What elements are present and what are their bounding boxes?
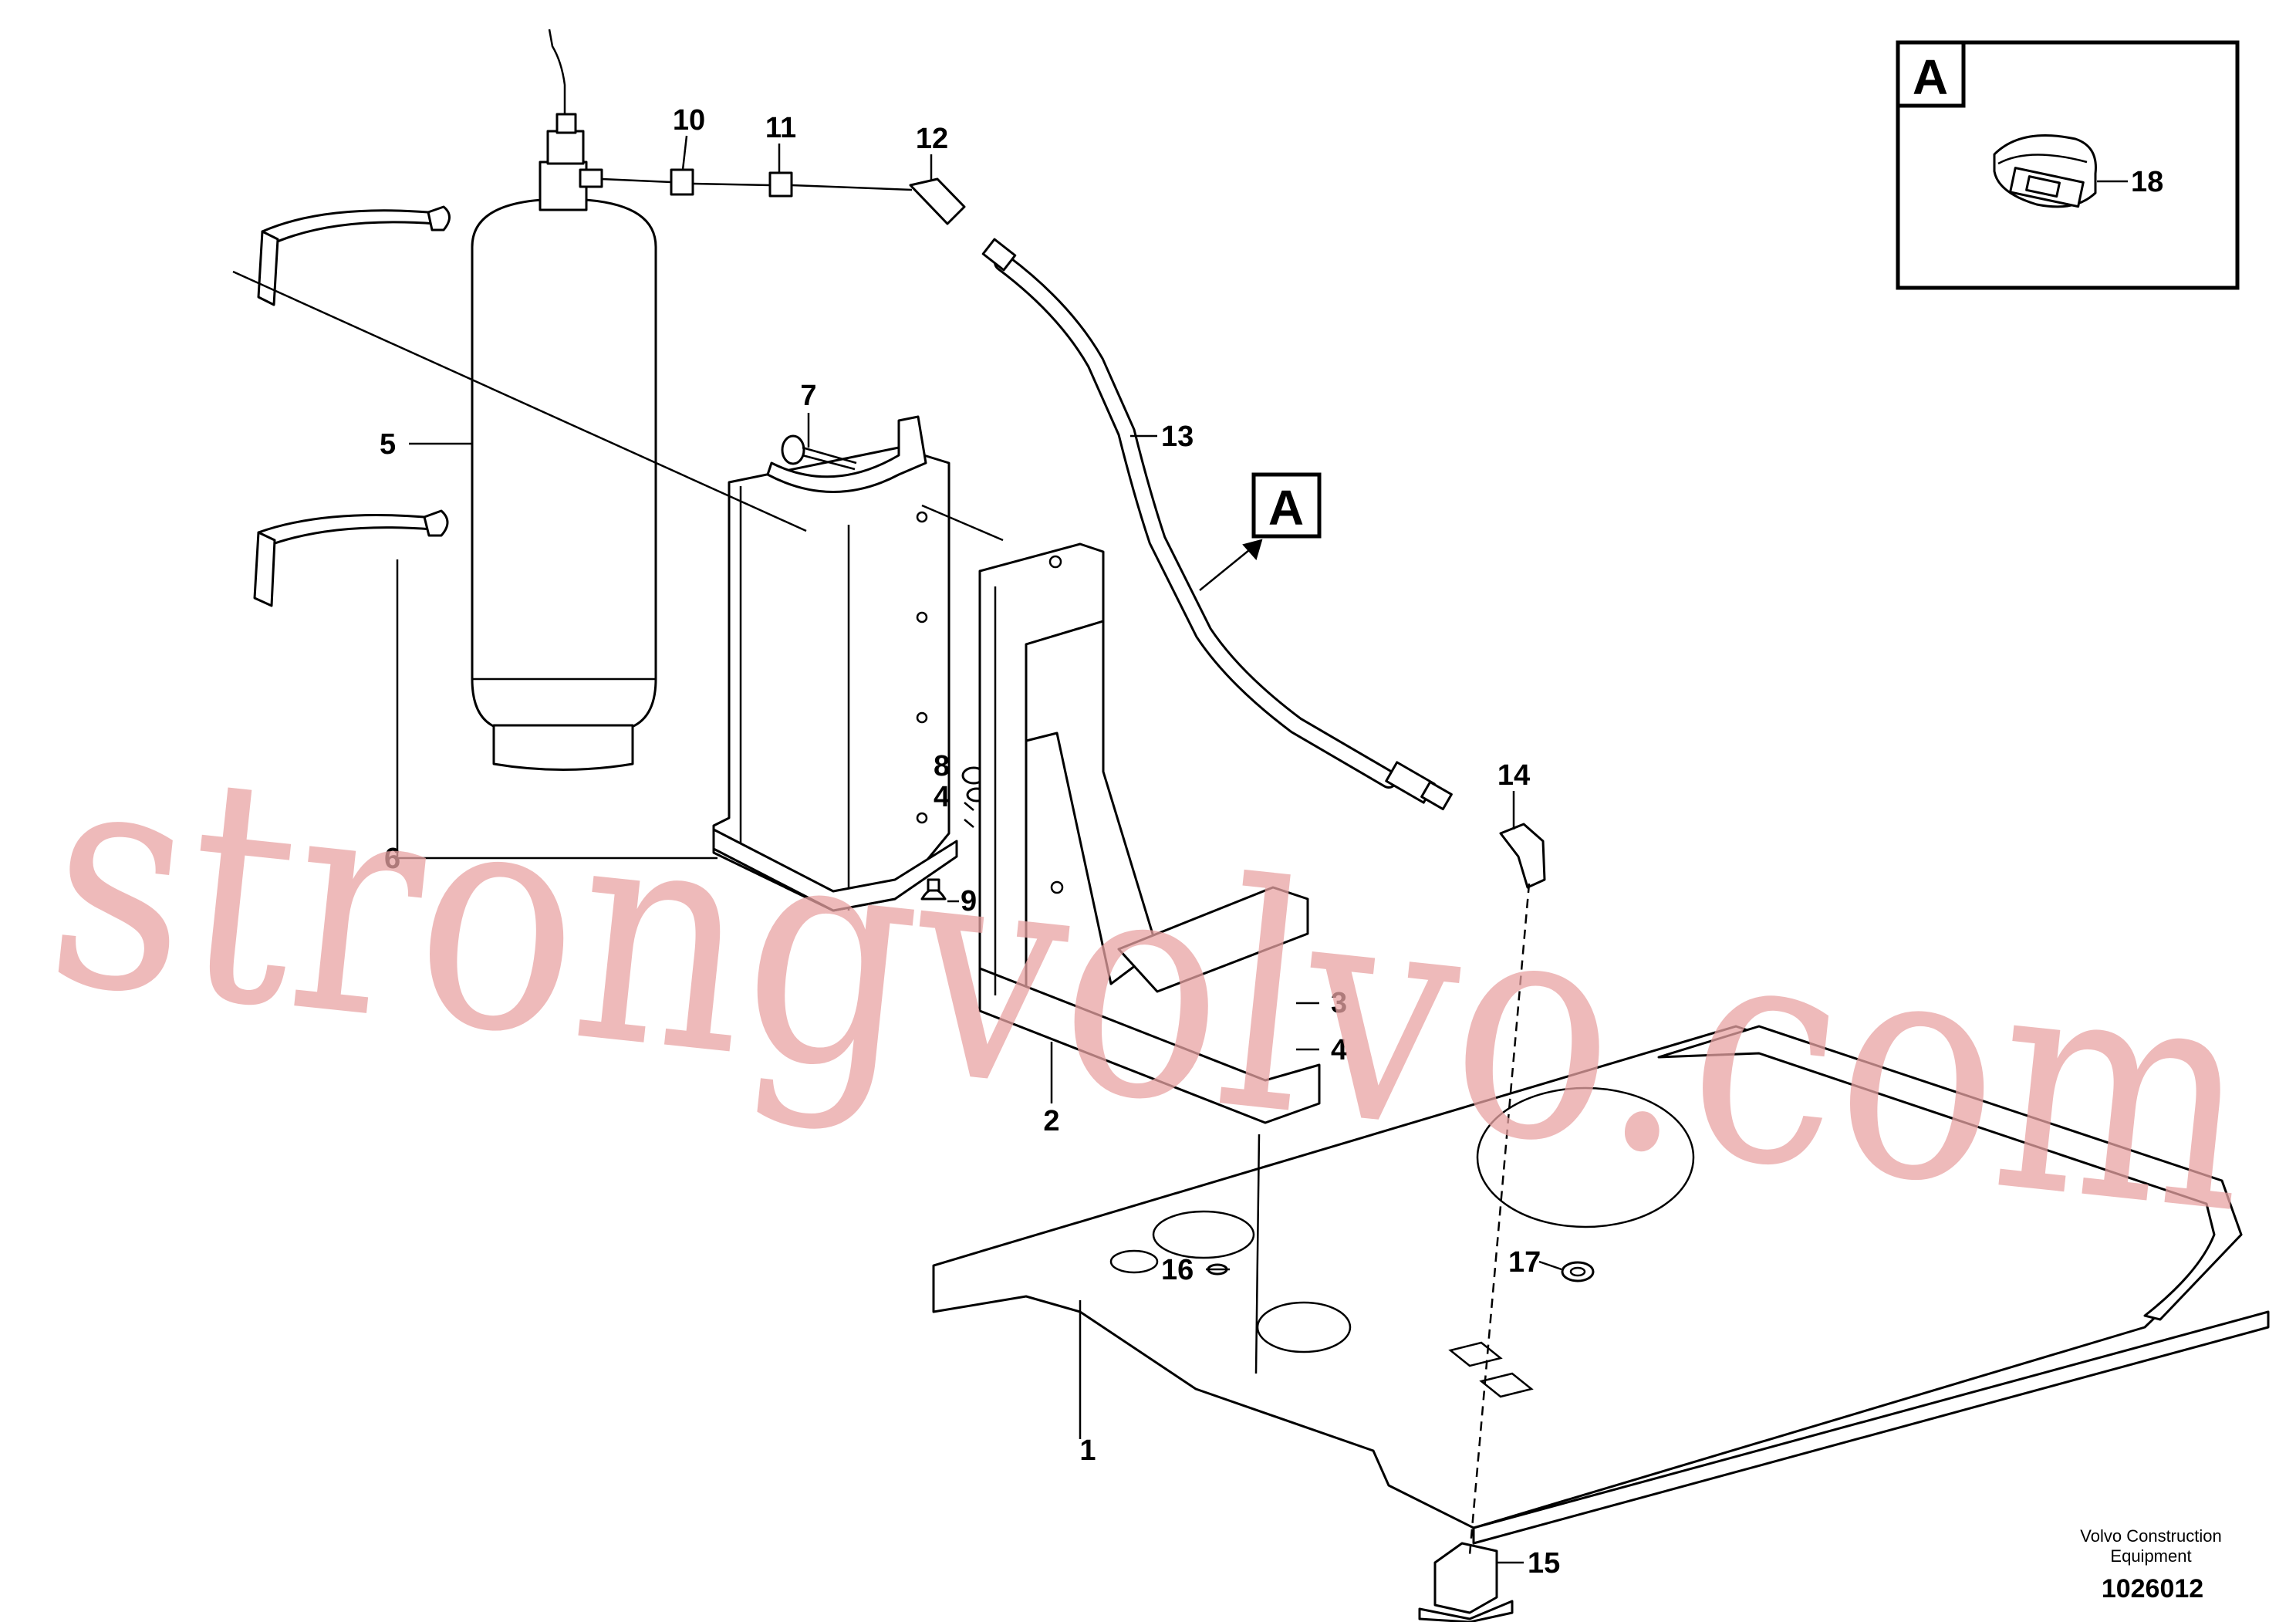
callout-1: 1 — [1079, 1434, 1096, 1467]
caption-line2: Equipment — [2110, 1546, 2191, 1566]
callout-9: 9 — [961, 885, 977, 917]
callout-5: 5 — [380, 428, 396, 461]
assembly-lines — [232, 270, 1531, 1556]
upper-strap — [257, 205, 451, 306]
extinguisher-bottle — [471, 29, 657, 771]
callout-11: 11 — [765, 112, 796, 144]
leader-lines — [409, 135, 1562, 1564]
watermark-text: strongvolvo.com — [35, 695, 2267, 1282]
hose-assembly — [601, 168, 1546, 889]
caption: Volvo Construction Equipment 1026012 — [2080, 1526, 2221, 1603]
callout-7: 7 — [800, 380, 816, 412]
inset-detail-a: A — [1896, 40, 2240, 290]
callout-10: 10 — [673, 104, 705, 137]
mount-block-15 — [1418, 1542, 1514, 1622]
lower-strap — [253, 509, 449, 607]
callout-8: 8 — [934, 750, 950, 782]
callout-4b: 4 — [934, 781, 950, 813]
callout-2: 2 — [1043, 1105, 1059, 1137]
callout-14: 14 — [1497, 759, 1530, 792]
bottle-holder — [712, 415, 958, 912]
callout-17: 17 — [1508, 1246, 1541, 1279]
view-marker-a: A — [1251, 472, 1322, 539]
callout-labels: 1 2 3 4 4 5 6 7 8 9 10 11 12 13 14 15 16… — [380, 104, 2163, 1580]
callout-18: 18 — [2131, 166, 2163, 198]
support-stand — [978, 542, 1321, 1124]
callout-4a: 4 — [1331, 1034, 1347, 1066]
callout-6: 6 — [384, 843, 400, 875]
callout-12: 12 — [916, 123, 948, 155]
bolt-7 — [781, 434, 857, 471]
callout-16: 16 — [1161, 1254, 1194, 1286]
view-marker-label: A — [1268, 480, 1304, 536]
callout-3: 3 — [1331, 987, 1347, 1019]
document-number: 1026012 — [2102, 1574, 2203, 1603]
hose-clamp-18 — [1993, 134, 2097, 208]
callout-13: 13 — [1161, 421, 1194, 453]
callout-15: 15 — [1528, 1547, 1560, 1580]
caption-line1: Volvo Construction — [2080, 1526, 2221, 1546]
grommet-17 — [1561, 1261, 1595, 1282]
inset-marker-label: A — [1913, 49, 1948, 105]
